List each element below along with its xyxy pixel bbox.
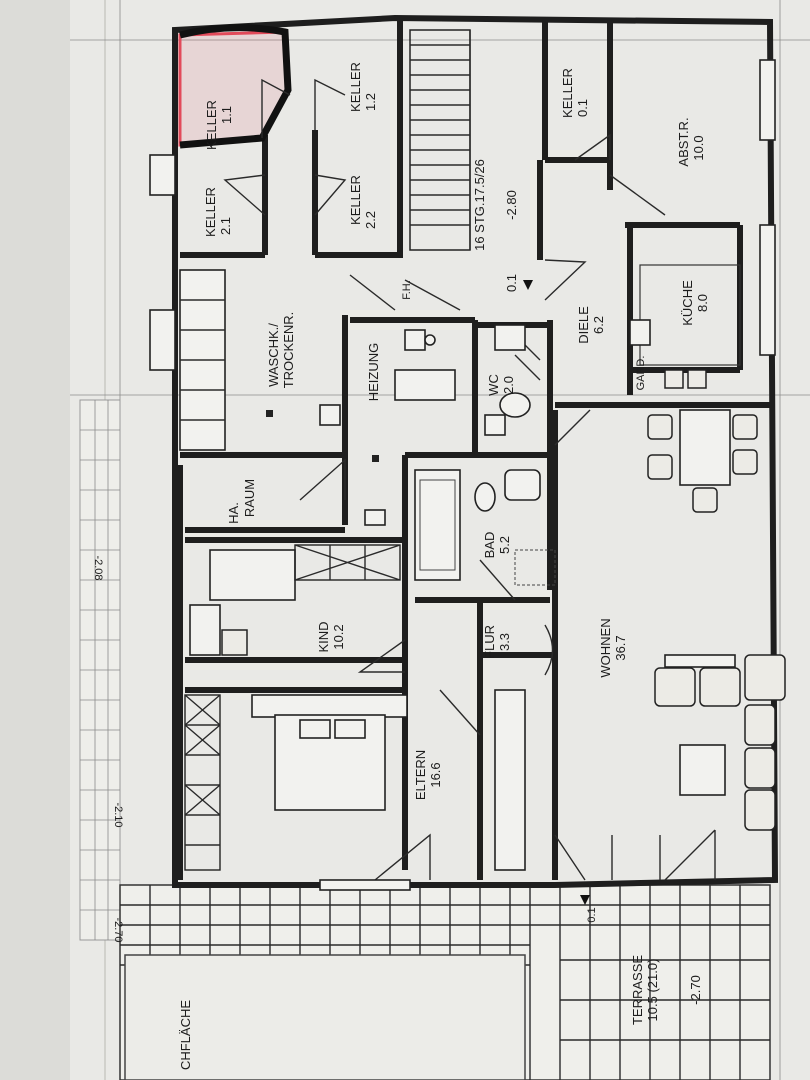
page-margin xyxy=(0,0,70,1080)
label-stairs-level: -2.80 xyxy=(504,190,519,220)
label-wohnen-name: WOHNEN xyxy=(598,618,613,677)
label-terrasse-level: -2.70 xyxy=(688,975,703,1005)
label-abstr-area: 10.0 xyxy=(691,135,706,160)
walls xyxy=(172,14,779,888)
eltern-furniture xyxy=(184,694,408,871)
label-waschk-2: TROCKENR. xyxy=(281,312,296,389)
label-kueche-name: KÜCHE xyxy=(680,280,695,326)
label-wc-area: 2.0 xyxy=(501,376,516,394)
label-wc-name: WC xyxy=(486,374,501,396)
label-bad-area: 5.2 xyxy=(497,536,512,554)
level-arrow-icon xyxy=(523,280,533,290)
label-keller-0-1-name: KELLER xyxy=(560,68,575,118)
wohnen-furniture xyxy=(494,409,786,871)
label-section-marker: 0.1 xyxy=(586,907,598,922)
label-dim-208: -2.08 xyxy=(92,555,104,580)
label-keller-0-1-area: 0.1 xyxy=(575,99,590,117)
label-terrasse-name: TERRASSE xyxy=(630,955,645,1025)
label-diele-name: DIELE xyxy=(576,306,591,344)
label-keller-2-1-area: 2.1 xyxy=(218,217,233,235)
staircase xyxy=(409,29,471,251)
label-bad-name: BAD xyxy=(482,532,497,559)
section-arrow-icon xyxy=(580,895,590,905)
label-waschk-1: WASCHK./ xyxy=(266,323,281,387)
label-kueche-area: 8.0 xyxy=(695,294,710,312)
label-kind-area: 10.2 xyxy=(331,624,346,649)
label-haraum-1: HA. xyxy=(226,502,241,524)
label-wohnen-area: 36.7 xyxy=(613,635,628,660)
misc-fixtures xyxy=(266,410,379,462)
keller-1-1-walls xyxy=(179,24,292,149)
label-keller-2-2-area: 2.2 xyxy=(363,211,378,229)
label-diele-area: 6.2 xyxy=(591,316,606,334)
windows xyxy=(149,59,776,891)
label-keller-2-1-name: KELLER xyxy=(203,187,218,237)
label-flur-name: FLUR xyxy=(482,625,497,659)
label-keller-1-2-name: KELLER xyxy=(348,62,363,112)
label-keller-1-1-area: 1.1 xyxy=(219,106,234,124)
label-eltern-name: ELTERN xyxy=(413,750,428,800)
label-keller-2-2-name: KELLER xyxy=(348,175,363,225)
label-dim-210: -2.10 xyxy=(112,802,124,827)
room-labels: KELLER 1.1 KELLER 1.2 KELLER 2.1 KELLER … xyxy=(92,62,710,1070)
label-kind-name: KIND xyxy=(316,621,331,652)
label-keller-1-1-name: KELLER xyxy=(204,100,219,150)
bath-fixtures xyxy=(414,469,556,586)
left-dimension-strip xyxy=(79,399,121,941)
wc-fixtures xyxy=(484,324,531,436)
label-flur-area: 3.3 xyxy=(497,633,512,651)
label-gard: GARD. xyxy=(635,356,647,391)
label-haraum-2: RAUM xyxy=(242,479,257,517)
terrace-tiles xyxy=(119,884,771,1080)
label-fh: F.H. xyxy=(401,280,413,300)
label-abstr-name: ABST.R. xyxy=(676,117,691,166)
heating-equipment xyxy=(319,329,456,526)
label-heizung: HEIZUNG xyxy=(366,343,381,402)
label-keller-1-2-area: 1.2 xyxy=(363,93,378,111)
label-dachflaeche: CHFLÄCHE xyxy=(178,1000,193,1070)
kitchen-counters xyxy=(629,264,741,389)
label-stairs: 16 STG.17.5/26 xyxy=(472,159,487,251)
label-marker-0-1: 0.1 xyxy=(504,274,519,292)
label-eltern-area: 16.6 xyxy=(428,762,443,787)
kind-furniture xyxy=(189,544,401,656)
label-dim-270: -2.70 xyxy=(112,917,124,942)
doors xyxy=(223,78,716,881)
label-terrasse-area: 10.5 (21.0) xyxy=(645,959,660,1022)
